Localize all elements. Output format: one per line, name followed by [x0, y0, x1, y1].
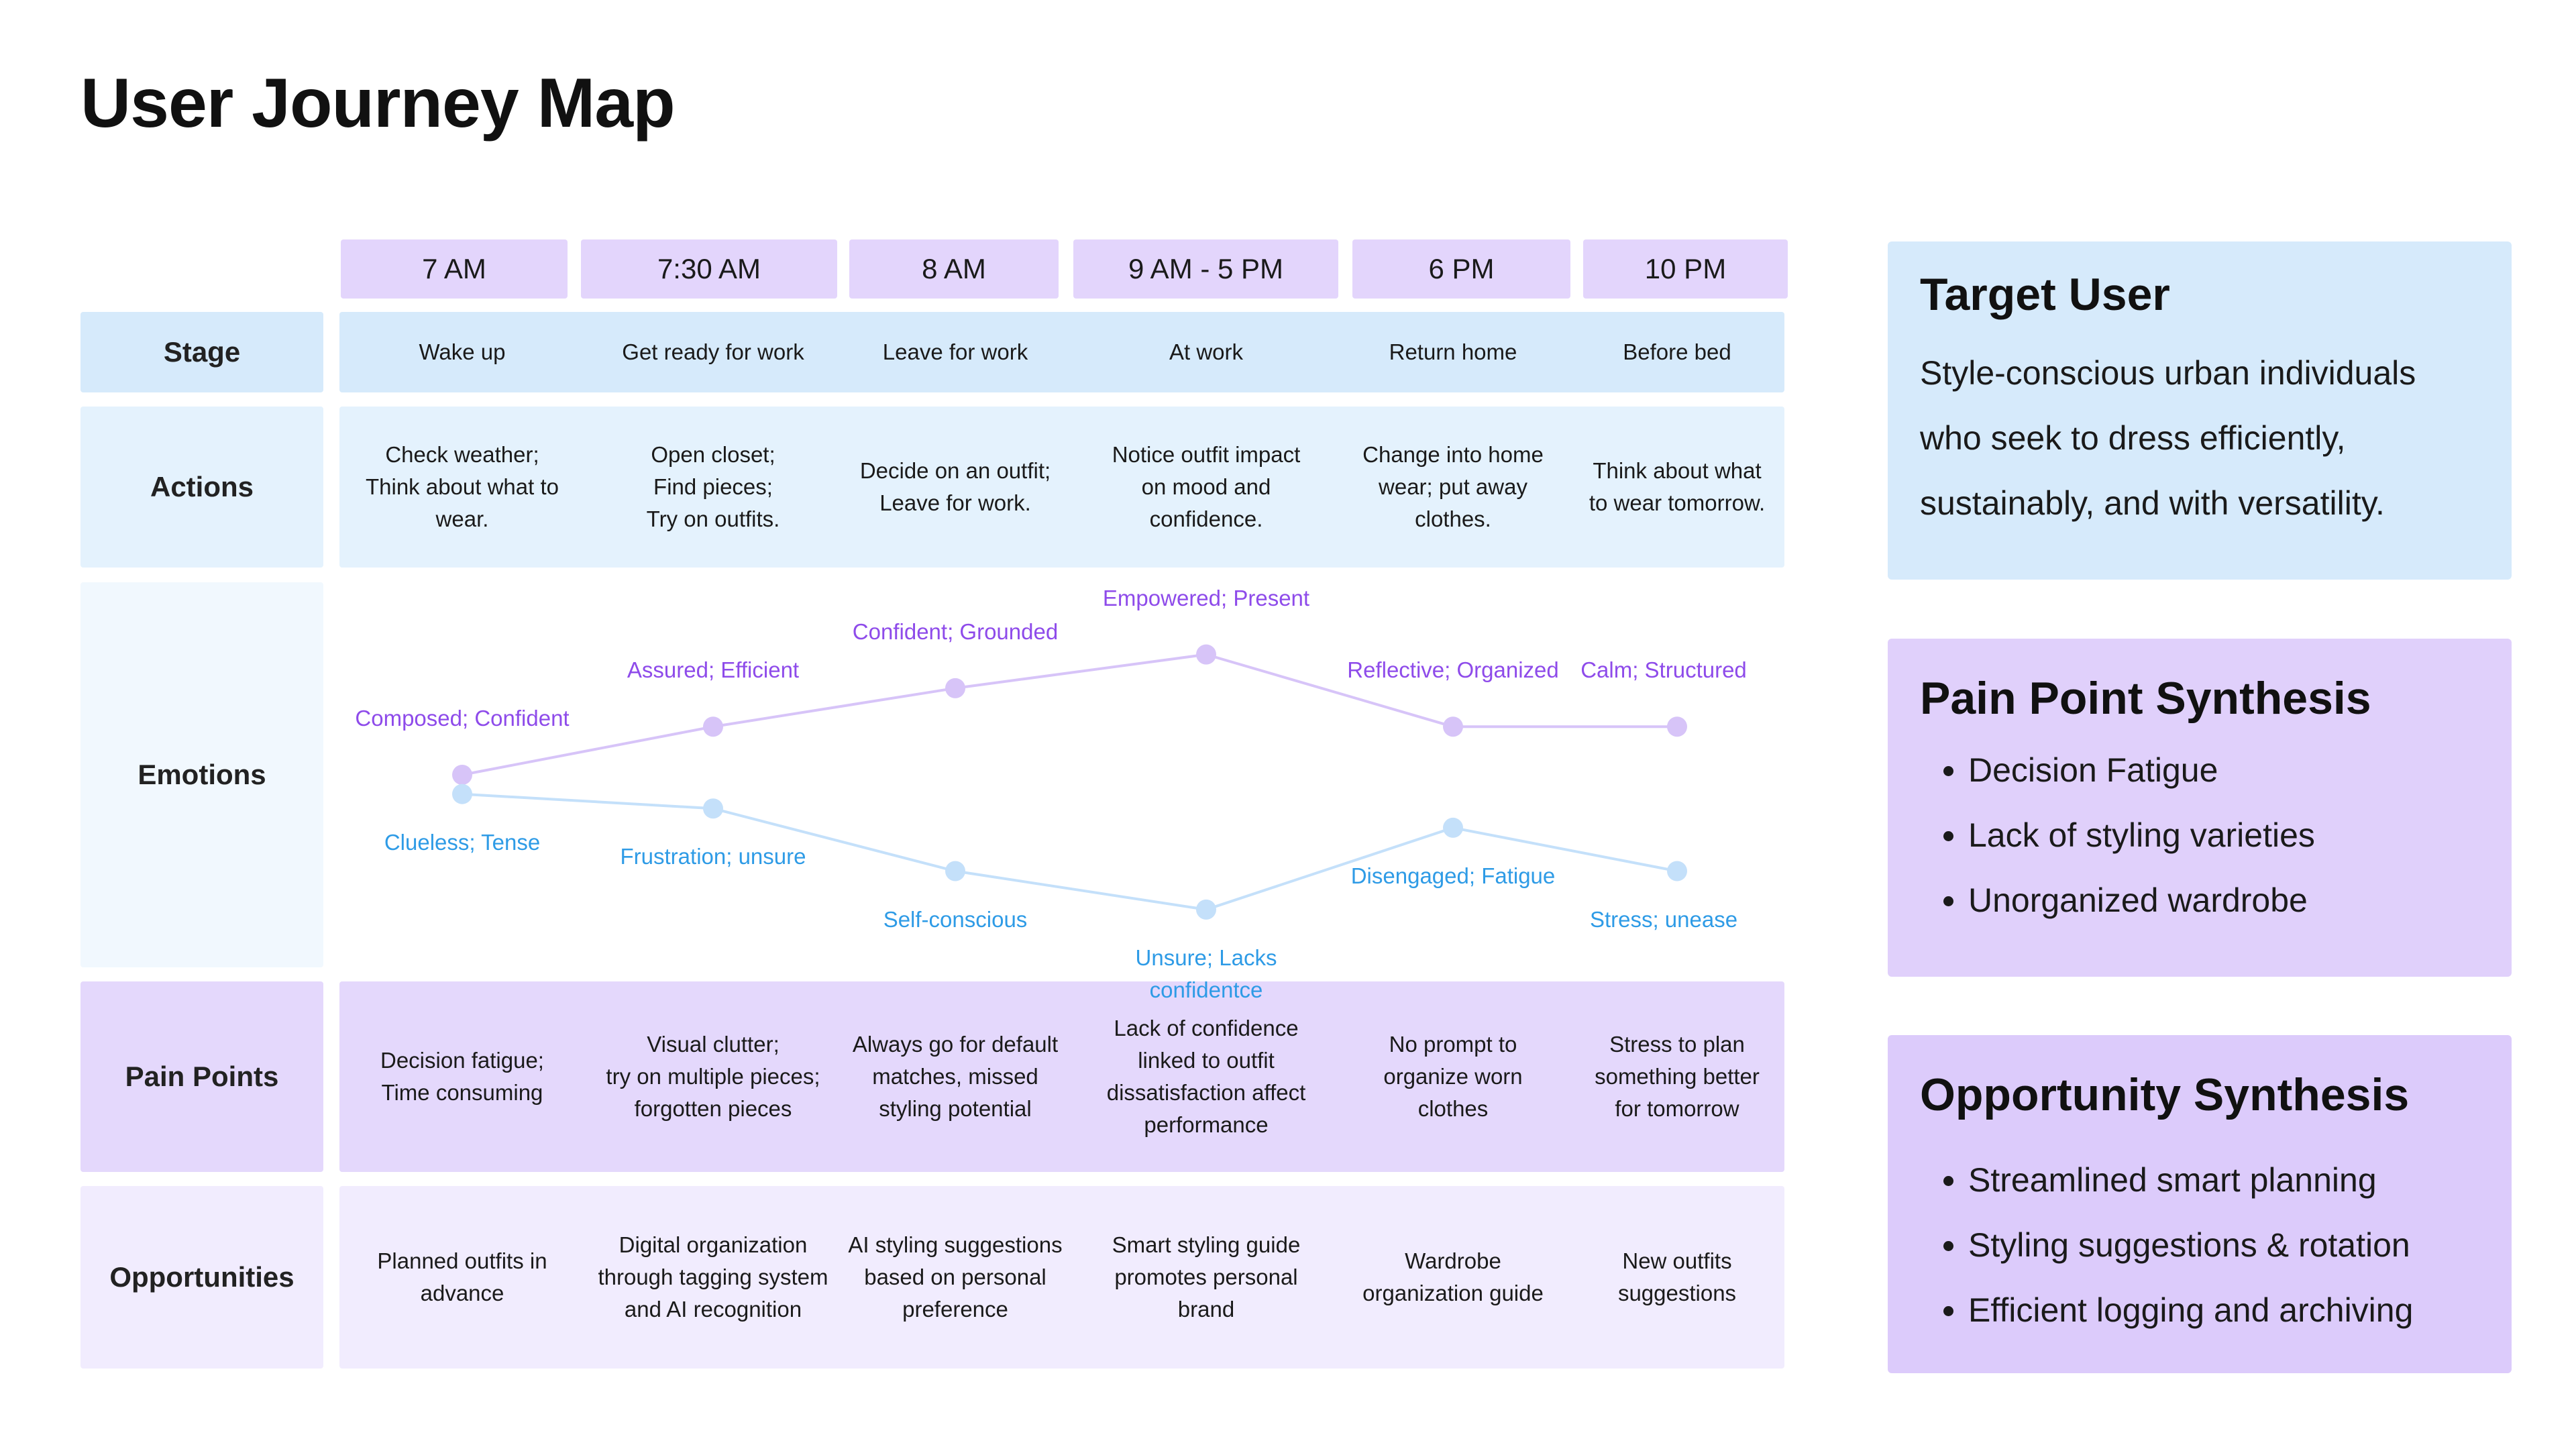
page-title: User Journey Map	[80, 64, 676, 142]
pain-points-row-band	[339, 981, 1784, 1172]
emotion-positive-point	[945, 678, 965, 698]
emotion-negative-point	[452, 784, 472, 804]
time-header-cell: 6 PM	[1352, 239, 1570, 299]
action-cell: Think about what to wear tomorrow.	[1589, 458, 1766, 515]
time-header-cell: 7 AM	[341, 239, 568, 299]
emotion-negative-point	[945, 861, 965, 881]
action-cell: Change into home wear; put away clothes.	[1362, 442, 1544, 531]
pain-point-item: Unorganized wardrobe	[1968, 868, 2491, 933]
target-user-heading: Target User	[1920, 269, 2170, 320]
opportunity-item: Styling suggestions & rotation	[1968, 1213, 2491, 1278]
opportunity-synthesis-heading: Opportunity Synthesis	[1920, 1069, 2410, 1120]
emotion-negative-label: Unsure; Lacks confidentce	[1135, 945, 1277, 1002]
opportunity-cell: Planned outfits in advance	[377, 1248, 547, 1305]
row-label-opportunities: Opportunities	[80, 1186, 323, 1368]
emotion-positive-label: Assured; Efficient	[627, 657, 800, 683]
opportunity-synthesis-panel: Opportunity Synthesis Streamlined smart …	[1888, 1035, 2512, 1373]
emotion-negative-point	[1196, 899, 1216, 920]
emotion-positive-point	[452, 765, 472, 785]
emotion-positive-label: Empowered; Present	[1102, 585, 1310, 610]
pain-point-cell: Stress to plan something better for tomo…	[1595, 1032, 1760, 1121]
opportunity-cell: AI styling suggestions based on personal…	[848, 1232, 1063, 1322]
row-label-pain-points: Pain Points	[80, 981, 323, 1172]
time-header-cell: 9 AM - 5 PM	[1073, 239, 1338, 299]
emotion-positive-line	[462, 653, 1677, 776]
time-header-cell: 7:30 AM	[581, 239, 837, 299]
stage-row-band	[339, 312, 1784, 392]
action-cell: Decide on an outfit; Leave for work.	[859, 458, 1051, 515]
opportunities-row-band	[339, 1186, 1784, 1368]
emotion-positive-label: Composed; Confident	[355, 706, 570, 731]
emotion-positive-point	[1443, 716, 1463, 737]
target-user-panel: Target User Style-conscious urban indivi…	[1888, 241, 2512, 580]
emotion-negative-label: Stress; unease	[1589, 906, 1738, 932]
emotion-positive-label: Reflective; Organized	[1347, 657, 1559, 683]
pain-point-item: Lack of styling varieties	[1968, 803, 2491, 868]
stage-cell: Before bed	[1623, 339, 1731, 364]
row-label-stage: Stage	[80, 312, 323, 392]
opportunity-item: Streamlined smart planning	[1968, 1148, 2491, 1213]
emotion-negative-label: Frustration; unsure	[620, 844, 806, 869]
emotion-positive-point	[1196, 644, 1216, 665]
action-cell: Notice outfit impact on mood and confide…	[1112, 442, 1301, 531]
opportunity-cell: Wardrobe organization guide	[1362, 1248, 1544, 1305]
emotion-positive-point	[1667, 716, 1687, 737]
emotion-negative-label: Disengaged; Fatigue	[1350, 863, 1556, 888]
time-header-cell: 8 AM	[849, 239, 1059, 299]
emotion-negative-label: Clueless; Tense	[384, 829, 541, 855]
target-user-line-3: sustainably, and with versatility.	[1920, 484, 2385, 522]
target-user-line-1: Style-conscious urban individuals	[1920, 354, 2416, 392]
stage-cell: Return home	[1389, 339, 1517, 364]
stage-cell: At work	[1169, 339, 1244, 364]
action-cell: Open closet; Find pieces; Try on outfits…	[646, 442, 780, 531]
stage-cell: Get ready for work	[622, 339, 804, 364]
emotion-positive-label: Calm; Structured	[1580, 657, 1747, 683]
stage-cell: Wake up	[419, 339, 506, 364]
target-user-line-2: who seek to dress efficiently,	[1920, 419, 2346, 457]
emotion-negative-label: Self-conscious	[883, 906, 1028, 932]
pain-point-cell: No prompt to organize worn clothes	[1383, 1032, 1523, 1121]
pain-point-cell: Visual clutter; try on multiple pieces; …	[606, 1032, 820, 1121]
opportunity-cell: New outfits suggestions	[1617, 1248, 1737, 1305]
emotion-negative-line	[462, 792, 1678, 911]
row-label-emotions: Emotions	[80, 582, 323, 967]
opportunity-cell: Digital organization through tagging sys…	[598, 1232, 828, 1322]
actions-row-band	[339, 407, 1784, 568]
emotions-row-band	[339, 582, 1784, 967]
pain-point-cell: Decision fatigue; Time consuming	[380, 1048, 544, 1105]
action-cell: Check weather; Think about what to wear.	[365, 442, 559, 531]
pain-point-cell: Lack of confidence linked to outfit diss…	[1106, 1016, 1306, 1137]
opportunity-cell: Smart styling guide promotes personal br…	[1112, 1232, 1301, 1322]
emotion-negative-point	[1667, 861, 1687, 881]
pain-point-synthesis-heading: Pain Point Synthesis	[1920, 673, 2371, 724]
emotion-positive-label: Confident; Grounded	[852, 619, 1059, 644]
row-label-actions: Actions	[80, 407, 323, 568]
pain-point-synthesis-panel: Pain Point Synthesis Decision Fatigue La…	[1888, 639, 2512, 977]
pain-point-cell: Always go for default matches, missed st…	[852, 1032, 1059, 1121]
emotion-negative-point	[703, 798, 723, 819]
emotion-negative-point	[1443, 817, 1463, 838]
stage-cell: Leave for work	[882, 339, 1028, 364]
opportunity-item: Efficient logging and archiving	[1968, 1278, 2491, 1343]
pain-point-item: Decision Fatigue	[1968, 738, 2491, 803]
time-header-cell: 10 PM	[1583, 239, 1788, 299]
emotion-positive-point	[703, 716, 723, 737]
